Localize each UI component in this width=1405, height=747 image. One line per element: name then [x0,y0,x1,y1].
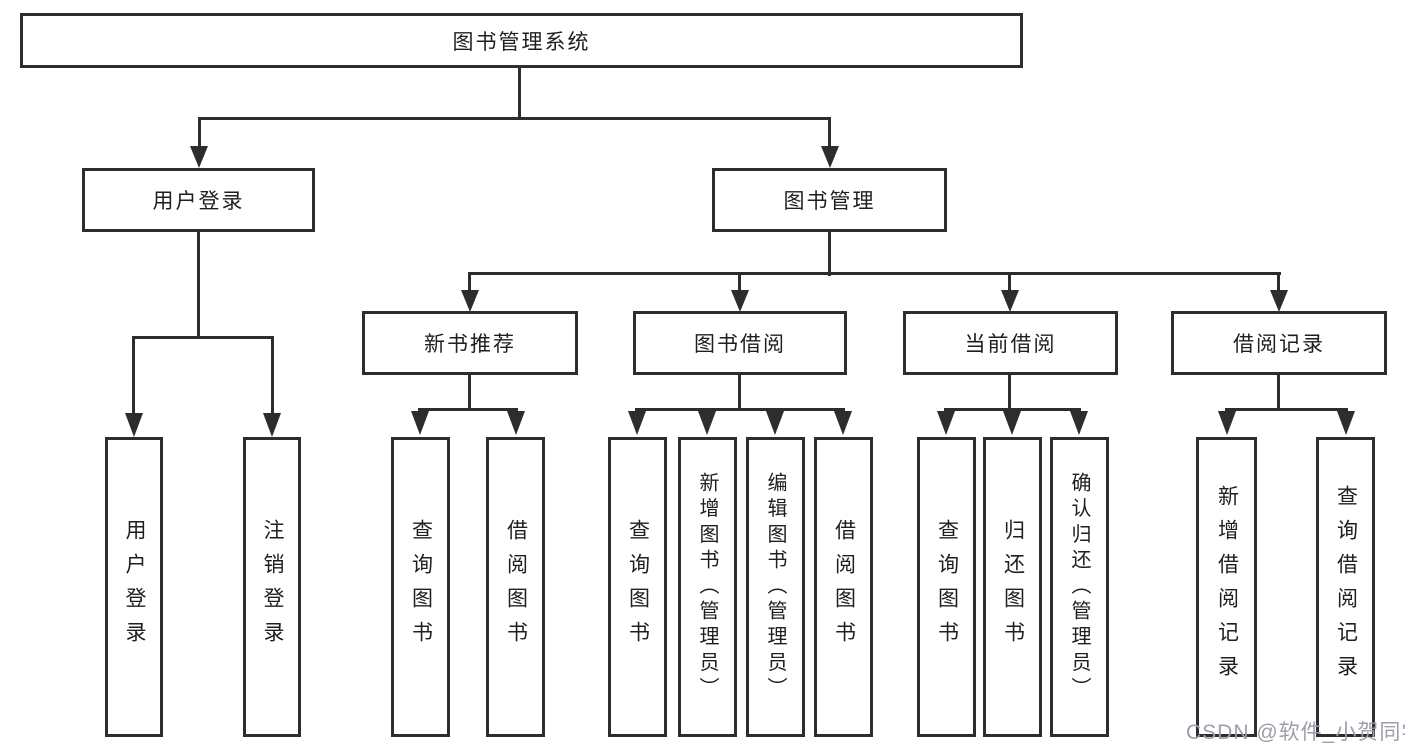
connector-line [944,408,1081,411]
arrow-down-icon [731,290,749,312]
leaf-query-books-rec: 查询图书 [391,437,450,737]
connector-line [468,272,1281,275]
leaf-add-books-admin-label: 新增图书（管理员） [696,471,718,703]
connector-line [198,117,831,120]
connector-line [635,408,845,411]
arrow-down-icon [1003,411,1021,435]
node-user-login-label: 用户登录 [152,190,245,213]
connector-line [132,336,135,418]
arrow-down-icon [628,411,646,435]
leaf-query-borrow-record-label: 查询借阅记录 [1334,484,1358,690]
connector-line [132,336,274,339]
leaf-add-books-admin: 新增图书（管理员） [678,437,737,737]
leaf-borrow-books-borrow-label: 借阅图书 [832,518,856,656]
connector-line [468,375,471,411]
connector-line [828,232,831,276]
leaf-return-books-label: 归还图书 [1001,518,1025,656]
connector-line [418,408,518,411]
arrow-down-icon [461,290,479,312]
arrow-down-icon [834,411,852,435]
node-borrowing-records-label: 借阅记录 [1233,333,1325,356]
connector-line [198,117,201,150]
leaf-edit-books-admin: 编辑图书（管理员） [746,437,805,737]
leaf-query-books-current: 查询图书 [917,437,976,737]
leaf-add-borrow-record: 新增借阅记录 [1196,437,1257,737]
arrow-down-icon [1070,411,1088,435]
connector-line [1008,375,1011,411]
connector-line [738,375,741,411]
arrow-down-icon [766,411,784,435]
node-book-management: 图书管理 [712,168,947,232]
leaf-logout-label: 注销登录 [261,518,284,656]
arrow-down-icon [821,146,839,168]
node-borrowing-records: 借阅记录 [1171,311,1387,375]
arrow-down-icon [1218,411,1236,435]
node-book-borrowing-label: 图书借阅 [694,333,786,356]
node-new-book-recommendation: 新书推荐 [362,311,578,375]
node-book-borrowing: 图书借阅 [633,311,847,375]
connector-line [828,117,831,150]
connector-line [271,336,274,418]
arrow-down-icon [937,411,955,435]
connector-line [1225,408,1348,411]
leaf-confirm-return-admin: 确认归还（管理员） [1050,437,1109,737]
arrow-down-icon [1001,290,1019,312]
leaf-borrow-books-borrow: 借阅图书 [814,437,873,737]
node-root-label: 图书管理系统 [452,30,591,54]
arrow-down-icon [411,411,429,435]
node-current-borrowing-label: 当前借阅 [964,333,1057,356]
node-new-book-recommendation-label: 新书推荐 [424,333,516,356]
arrow-down-icon [1337,411,1355,435]
leaf-edit-books-admin-label: 编辑图书（管理员） [764,471,786,703]
leaf-user-login: 用户登录 [105,437,163,737]
node-book-management-label: 图书管理 [783,190,876,213]
node-user-login: 用户登录 [82,168,315,232]
leaf-borrow-books-rec-label: 借阅图书 [504,518,528,656]
connector-line [518,68,521,120]
connector-line [1008,272,1011,294]
node-current-borrowing: 当前借阅 [903,311,1118,375]
arrow-down-icon [507,411,525,435]
arrow-down-icon [263,413,281,437]
leaf-confirm-return-admin-label: 确认归还（管理员） [1068,471,1090,703]
connector-line [1277,375,1280,411]
leaf-add-borrow-record-label: 新增借阅记录 [1215,484,1239,690]
connector-line [1277,272,1280,294]
leaf-return-books: 归还图书 [983,437,1042,737]
arrow-down-icon [125,413,143,437]
leaf-query-books-borrow-label: 查询图书 [626,518,650,656]
connector-line [468,272,471,294]
watermark-text: CSDN @软件_小贺同学 [1186,721,1405,744]
node-root: 图书管理系统 [20,13,1023,68]
leaf-query-borrow-record: 查询借阅记录 [1316,437,1375,737]
leaf-query-books-current-label: 查询图书 [935,518,959,656]
leaf-query-books-rec-label: 查询图书 [409,518,433,656]
arrow-down-icon [190,146,208,168]
connector-line [738,272,741,294]
leaf-borrow-books-rec: 借阅图书 [486,437,545,737]
arrow-down-icon [698,411,716,435]
leaf-logout: 注销登录 [243,437,301,737]
connector-line [197,232,200,339]
leaf-user-login-label: 用户登录 [123,518,146,656]
arrow-down-icon [1270,290,1288,312]
leaf-query-books-borrow: 查询图书 [608,437,667,737]
